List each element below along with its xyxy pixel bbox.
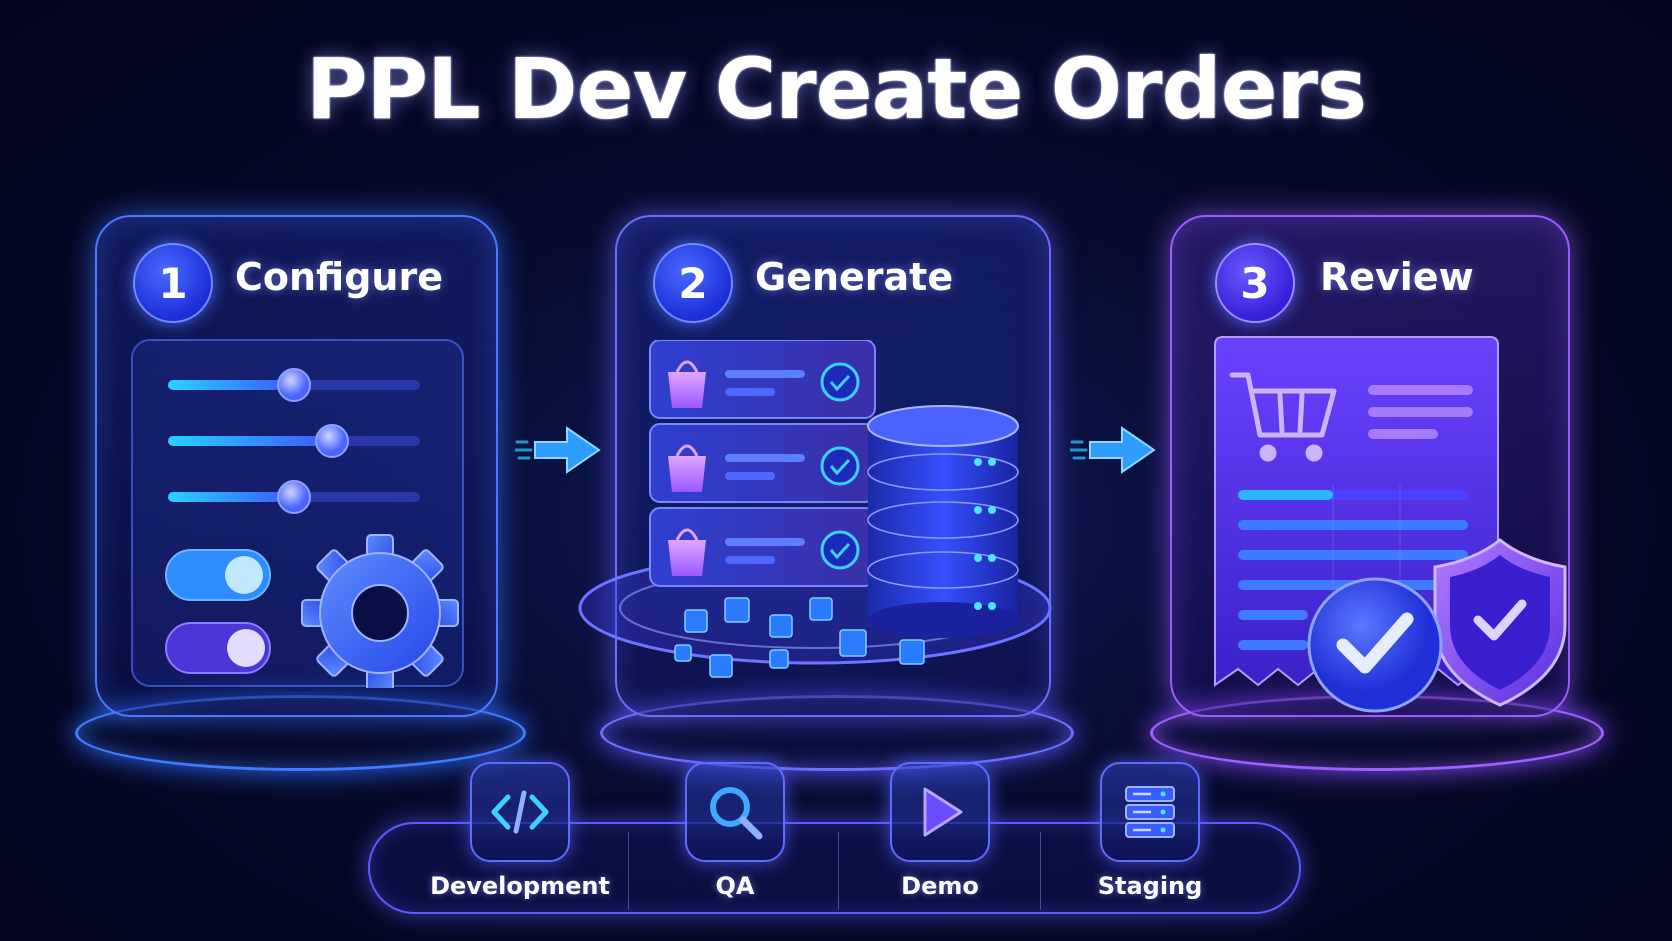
- data-cube: [674, 597, 925, 678]
- env-tile-qa[interactable]: [685, 762, 785, 862]
- env-label-demo: Demo: [901, 872, 979, 900]
- env-tile-demo[interactable]: [890, 762, 990, 862]
- order-generator-illustration: [560, 340, 1080, 700]
- arrow-right-icon: [1070, 420, 1160, 480]
- step-number-badge: 1: [133, 243, 213, 323]
- step-label-generate: Generate: [755, 255, 954, 299]
- env-tile-staging[interactable]: [1100, 762, 1200, 862]
- step-number-badge: 3: [1215, 243, 1295, 323]
- toggle-switch-on: [165, 549, 271, 601]
- env-label-staging: Staging: [1097, 872, 1203, 900]
- slider-track: [168, 368, 420, 402]
- gear-icon: [301, 534, 459, 688]
- env-tile-development[interactable]: [470, 762, 570, 862]
- env-label-qa: QA: [715, 872, 755, 900]
- env-label-development: Development: [430, 872, 610, 900]
- code-icon: [491, 790, 549, 834]
- step-number-badge: 2: [653, 243, 733, 323]
- order-row: [649, 507, 876, 587]
- order-row: [649, 340, 876, 419]
- page-title: PPL Dev Create Orders: [305, 40, 1367, 138]
- shopping-cart-icon: [1229, 372, 1337, 462]
- arrow-right-icon: [515, 420, 605, 480]
- server-icon: [1125, 786, 1175, 838]
- stage-platform-generate: [600, 695, 1074, 771]
- env-divider: [628, 832, 629, 910]
- settings-panel: [130, 338, 465, 688]
- magnifier-icon: [710, 787, 763, 840]
- order-row: [649, 423, 876, 503]
- slider-track: [168, 424, 420, 458]
- env-divider: [1040, 832, 1041, 910]
- receipt-illustration: [1210, 335, 1580, 725]
- stage-platform-configure: [75, 695, 526, 771]
- shield-check-icon: [1433, 538, 1567, 707]
- step-label-review: Review: [1320, 255, 1474, 299]
- play-icon: [923, 787, 963, 837]
- env-divider: [838, 832, 839, 910]
- toggle-switch-off: [165, 622, 271, 674]
- database-icon: [867, 405, 1019, 638]
- check-circle-icon: [1307, 577, 1443, 713]
- step-label-configure: Configure: [235, 255, 443, 299]
- slider-track: [168, 480, 420, 514]
